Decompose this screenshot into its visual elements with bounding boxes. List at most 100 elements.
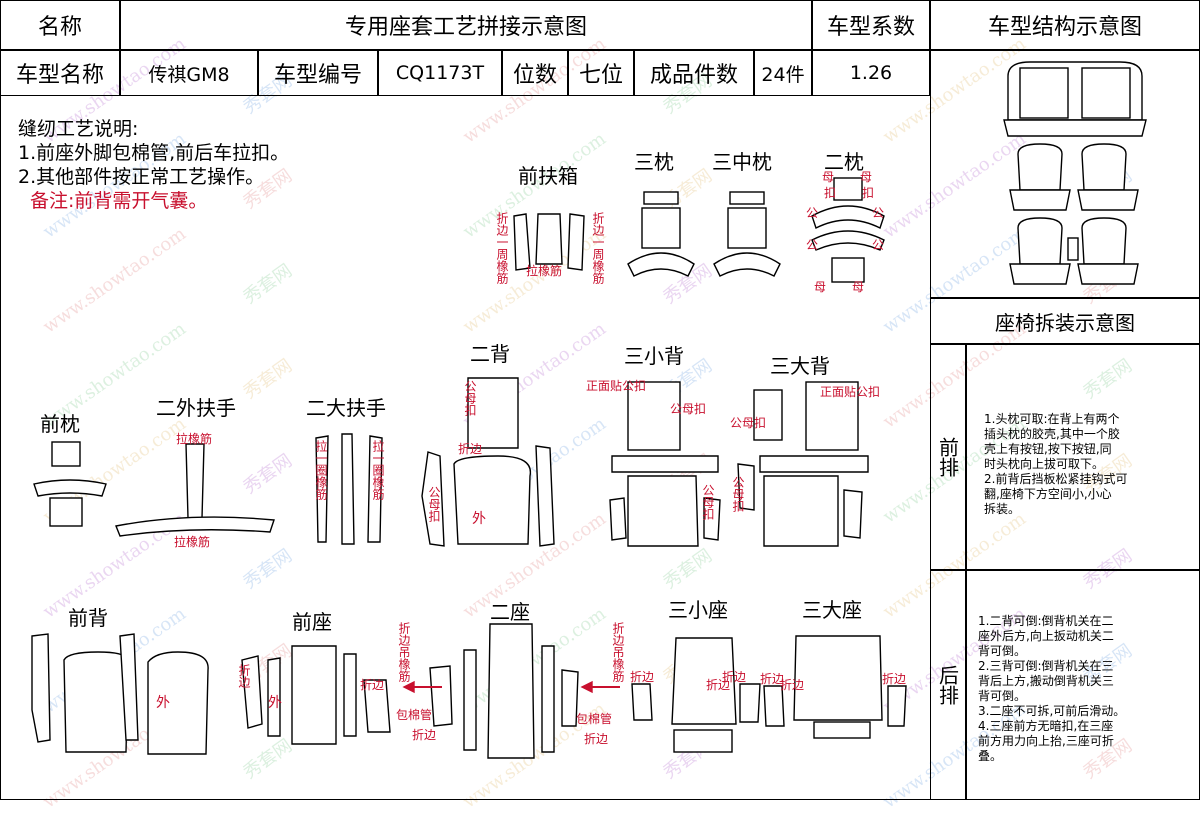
note-female-3: 母 — [814, 280, 827, 294]
rear-note-line: 座外后方,向上扳动机关二 — [978, 629, 1114, 643]
note-male-1: 公 — [806, 206, 819, 220]
front-note-line: 翻,座椅下方空间小,小心 — [984, 487, 1112, 501]
coef-label: 车型系数 — [812, 0, 930, 50]
front-back-pieces — [31, 633, 209, 755]
rear-note-line: 1.二背可倒:倒背机关在二 — [978, 614, 1114, 628]
front-armrest-box-pieces — [513, 213, 585, 271]
label-third-large-back: 三大背 — [770, 354, 830, 378]
note-fold-edge-back: 折边 — [458, 442, 483, 456]
note-male-3: 公 — [806, 238, 819, 252]
model-no-label: 车型编号 — [258, 50, 378, 96]
note-male-female-large-2: 公母扣 — [731, 476, 745, 512]
note-buckle-1: 扣 — [824, 186, 837, 200]
front-note-line: 2.前背后挡板松紧挂钩式可 — [984, 472, 1128, 486]
third-large-back-pieces — [737, 381, 869, 547]
note-fold-edge-small-seat-3: 折边 — [722, 670, 747, 684]
front-notes: 1.头枕可取:在背上有两个 插头枕的胶壳,其中一个胶 壳上有按钮,按下按钮,同 … — [984, 412, 1127, 517]
label-third-small-seat: 三小座 — [668, 598, 728, 622]
label-front-back: 前背 — [68, 606, 108, 630]
model-no-value: CQ1173T — [378, 50, 502, 96]
label-second-seat: 二座 — [490, 600, 530, 624]
third-small-back-pieces — [609, 381, 721, 547]
rear-note-line: 3.二座不可拆,可前后滑动。 — [978, 704, 1126, 718]
note-female-2: 母 — [860, 170, 873, 184]
third-large-seat-pieces — [763, 635, 907, 739]
label-third-pillow: 三枕 — [634, 150, 674, 174]
note-front-paste-male-small: 正面贴公扣 — [586, 379, 647, 393]
arrow-second-seat — [580, 680, 620, 694]
label-front-pillow: 前枕 — [40, 412, 80, 436]
note-fold-edge-front-seat: 折边 — [237, 664, 251, 688]
rear-notes: 1.二背可倒:倒背机关在二 座外后方,向上扳动机关二 背可倒。 2.三背可倒:倒… — [978, 614, 1125, 764]
coef-value: 1.26 — [812, 50, 930, 96]
note-male-2: 公 — [872, 206, 885, 220]
note-female-4: 母 — [852, 280, 865, 294]
note-fold-edge-second-seat: 折边 — [584, 732, 609, 746]
note-wrap-cotton-front: 包棉管 — [396, 708, 433, 722]
note-male-female-buckle-back: 公母扣 — [463, 380, 477, 416]
note-female-1: 母 — [822, 170, 835, 184]
second-back-pieces — [421, 377, 555, 547]
note-wrap-cotton-second: 包棉管 — [576, 712, 613, 726]
rear-note-line: 4.三座前方无暗扣,在三座 — [978, 719, 1114, 733]
rear-note-line: 叠。 — [978, 749, 1003, 763]
second-large-armrest-pieces — [315, 433, 383, 545]
note-front-paste-male-large: 正面贴公扣 — [820, 385, 881, 399]
rear-note-line: 背可倒。 — [978, 689, 1027, 703]
note-male-female-small-2: 公母扣 — [701, 484, 715, 520]
front-row-label: 前排 — [930, 344, 966, 570]
note-fold-edge-large-seat-2: 折边 — [780, 678, 805, 692]
instructions-remark: 备注:前背需开气囊。 — [30, 190, 208, 212]
note-pull-elastic-armrest-top: 拉橡筋 — [176, 432, 213, 446]
note-outer-front-back: 外 — [156, 695, 170, 711]
rear-note-line: 2.三背可倒:倒背机关在三 — [978, 659, 1114, 673]
third-mid-pillow-pieces — [713, 191, 781, 277]
seats-label: 位数 — [502, 50, 568, 96]
note-outer-front-seat: 外 — [268, 695, 282, 711]
front-row-text: 前排 — [935, 437, 960, 477]
second-pillow-pieces — [811, 177, 885, 283]
label-second-outer-armrest: 二外扶手 — [156, 396, 236, 420]
pieces-label: 成品件数 — [634, 50, 754, 96]
model-name-value: 传祺GM8 — [120, 50, 258, 96]
rear-row-text: 后排 — [935, 665, 960, 705]
seats-value: 七位 — [568, 50, 634, 96]
front-note-line: 插头枕的胶壳,其中一个胶 — [984, 427, 1120, 441]
front-note-line: 拆装。 — [984, 502, 1021, 516]
label-third-large-seat: 三大座 — [802, 598, 862, 622]
disassembly-title: 座椅拆装示意图 — [930, 298, 1200, 344]
second-outer-armrest-pieces — [115, 443, 275, 537]
name-label: 名称 — [0, 0, 120, 50]
note-fold-elastic-right: 折边一周橡筋 — [591, 212, 605, 284]
note-fold-edge-front-seat-2: 折边 — [360, 678, 385, 692]
note-pull-elastic-armrest-bottom: 拉橡筋 — [174, 535, 211, 549]
note-fold-hang-elastic-front: 折边吊橡筋 — [397, 622, 411, 682]
instructions-title: 缝纫工艺说明: — [18, 118, 139, 140]
arrow-front-seat — [402, 680, 442, 694]
rear-row-label: 后排 — [930, 570, 966, 800]
third-pillow-pieces — [627, 191, 695, 277]
front-pillow-pieces — [33, 441, 107, 527]
note-male-female-large: 公母扣 — [730, 416, 767, 430]
note-buckle-2: 扣 — [862, 186, 875, 200]
note-fold-edge-front-seat-3: 折边 — [412, 728, 437, 742]
note-pull-round-elastic-right: 拉一圈橡筋 — [371, 440, 385, 500]
front-seat-pieces — [241, 645, 391, 745]
note-outer-back: 外 — [472, 511, 486, 527]
front-note-line: 1.头枕可取:在背上有两个 — [984, 412, 1120, 426]
instructions-line2: 2.其他部件按正常工艺操作。 — [18, 166, 265, 188]
second-seat-pieces — [429, 623, 579, 759]
note-male-4: 公 — [872, 238, 885, 252]
note-fold-edge-small-seat-2: 折边 — [706, 678, 731, 692]
struct-label: 车型结构示意图 — [930, 0, 1200, 50]
note-male-female-small: 公母扣 — [670, 402, 707, 416]
note-pull-elastic-box: 拉橡筋 — [526, 264, 563, 278]
label-front-armrest-box: 前扶箱 — [518, 164, 578, 188]
note-fold-edge-large-seat-3: 折边 — [882, 672, 907, 686]
label-front-seat: 前座 — [292, 610, 332, 634]
label-second-back: 二背 — [470, 342, 510, 366]
rear-note-line: 背后上方,搬动倒背机关三 — [978, 674, 1114, 688]
note-fold-edge-small-seat-1: 折边 — [630, 670, 655, 684]
car-structure-drawing — [1003, 61, 1147, 285]
note-pull-round-elastic-left: 拉一圈橡筋 — [314, 440, 328, 500]
